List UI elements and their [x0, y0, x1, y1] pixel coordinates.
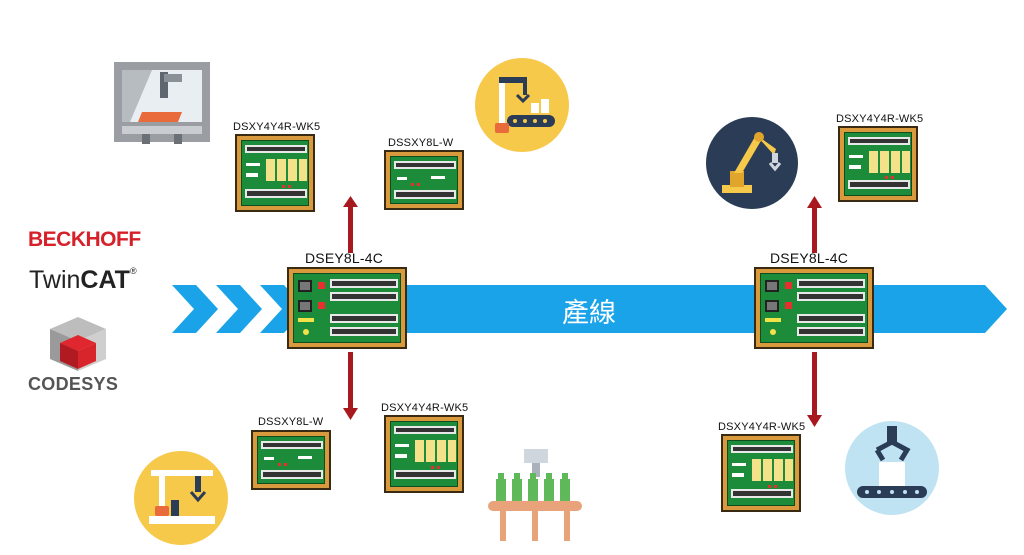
hub-module-right	[754, 267, 874, 349]
module-label-bottom-right: DSXY4Y4R-WK5	[718, 421, 806, 433]
arrow-up-left-head	[343, 196, 358, 207]
production-line-label: 產線	[562, 298, 616, 329]
industrial-robot-icon	[706, 117, 798, 209]
hub-left-label: DSEY8L-4C	[305, 250, 384, 266]
io-module-bottom-left	[251, 430, 331, 490]
hub-module-left	[287, 267, 407, 349]
relay-circuit-icon	[848, 137, 910, 189]
relay-circuit-icon	[731, 445, 793, 498]
io-pcb	[390, 156, 458, 204]
claw-conveyor-icon	[845, 421, 939, 515]
hub-pcb	[293, 273, 401, 343]
module-label-bottom-left: DSSXY8L-W	[258, 416, 324, 428]
relay-pcb	[241, 140, 309, 206]
arrow-up-left-shaft	[348, 205, 353, 253]
twincat-logo-part-b: CAT	[80, 266, 130, 294]
relay-pcb	[844, 132, 912, 196]
module-label-top-right: DSXY4Y4R-WK5	[836, 113, 924, 125]
twincat-registered-mark: ®	[129, 266, 137, 276]
relay-circuit-icon	[245, 145, 307, 198]
hub-right-label: DSEY8L-4C	[770, 250, 849, 266]
io-pcb	[257, 436, 325, 484]
codesys-cube-icon	[50, 317, 106, 371]
relay-circuit-icon	[394, 426, 456, 479]
robot-arm-conveyor-icon	[475, 58, 569, 152]
io-module-top-center	[384, 150, 464, 210]
beckhoff-logo: BECKHOFF	[28, 228, 141, 251]
chevron-2	[216, 285, 262, 333]
codesys-logo: CODESYS	[28, 374, 119, 394]
io-circuit-icon	[394, 161, 456, 199]
relay-pcb	[390, 421, 458, 487]
relay-module-top-left	[235, 134, 315, 212]
module-label-top-left: DSXY4Y4R-WK5	[233, 121, 321, 133]
hub-circuit-icon	[765, 279, 865, 336]
bottling-line-icon	[488, 449, 582, 541]
module-label-top-center: DSSXY8L-W	[388, 137, 454, 149]
hub-pcb	[760, 273, 868, 343]
io-circuit-icon	[261, 441, 323, 479]
arrow-down-left-shaft	[348, 352, 353, 410]
relay-module-bottom-right	[721, 434, 801, 512]
arrow-up-right-head	[807, 196, 822, 208]
cnc-machine-icon	[114, 62, 210, 144]
chevron-1	[172, 285, 218, 333]
relay-module-top-right	[838, 126, 918, 202]
assembly-machine-icon	[134, 451, 228, 545]
relay-module-bottom-center	[384, 415, 464, 493]
twincat-logo: TwinCAT®	[29, 266, 137, 295]
module-label-bottom-center: DSXY4Y4R-WK5	[381, 402, 469, 414]
arrow-up-right-shaft	[812, 206, 817, 253]
arrow-down-left-head	[343, 408, 358, 420]
twincat-logo-part-a: Twin	[29, 266, 81, 294]
arrow-down-right-head	[807, 415, 822, 427]
arrow-down-right-shaft	[812, 352, 817, 417]
relay-pcb	[727, 440, 795, 506]
hub-circuit-icon	[298, 279, 398, 336]
